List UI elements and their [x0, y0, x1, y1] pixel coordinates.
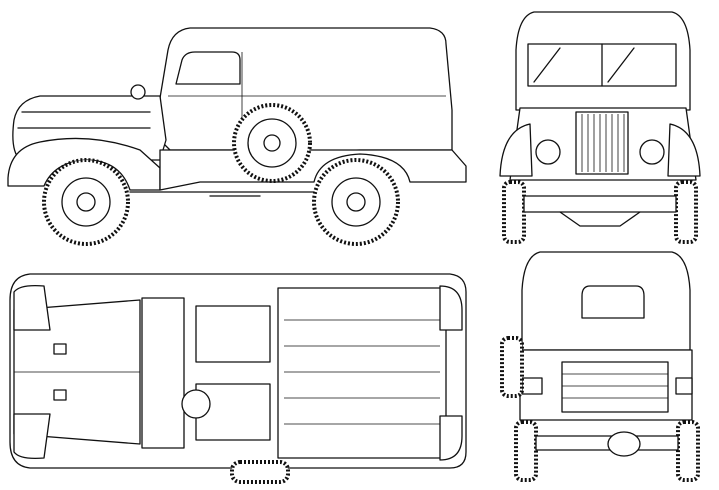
rear-lamp-left — [521, 377, 543, 395]
front-view — [499, 11, 701, 244]
rear-canvas-window — [581, 285, 645, 319]
front-left-headlight — [535, 139, 561, 165]
rear-view-left-wheel — [514, 420, 538, 482]
top-front-seat-right — [195, 305, 271, 363]
front-view-left-wheel — [502, 180, 526, 244]
rear-axle — [535, 435, 679, 451]
rear-view-right-wheel — [676, 420, 700, 482]
front-right-headlight — [639, 139, 665, 165]
top-view — [9, 273, 467, 484]
front-axle — [523, 195, 677, 213]
top-windshield — [141, 297, 185, 449]
front-view-right-wheel — [674, 180, 698, 244]
side-headlight — [130, 84, 146, 100]
rear-view-spare-left — [500, 336, 524, 398]
rear-view — [500, 251, 700, 482]
rear-tailgate-panel — [561, 361, 669, 413]
top-cargo-slats — [284, 319, 440, 425]
side-view — [7, 27, 467, 246]
rear-tailgate-ribs — [562, 373, 668, 399]
side-door-window — [175, 51, 241, 85]
front-grille-bars — [581, 114, 625, 172]
rear-differential — [607, 431, 641, 457]
front-grille — [575, 111, 629, 175]
top-spare-wheel — [230, 460, 290, 484]
side-rear-body — [159, 149, 467, 191]
top-steering-wheel — [181, 389, 211, 419]
top-front-seat-left — [195, 383, 271, 441]
rear-lamp-right — [675, 377, 693, 395]
top-cargo-bed — [277, 287, 447, 459]
